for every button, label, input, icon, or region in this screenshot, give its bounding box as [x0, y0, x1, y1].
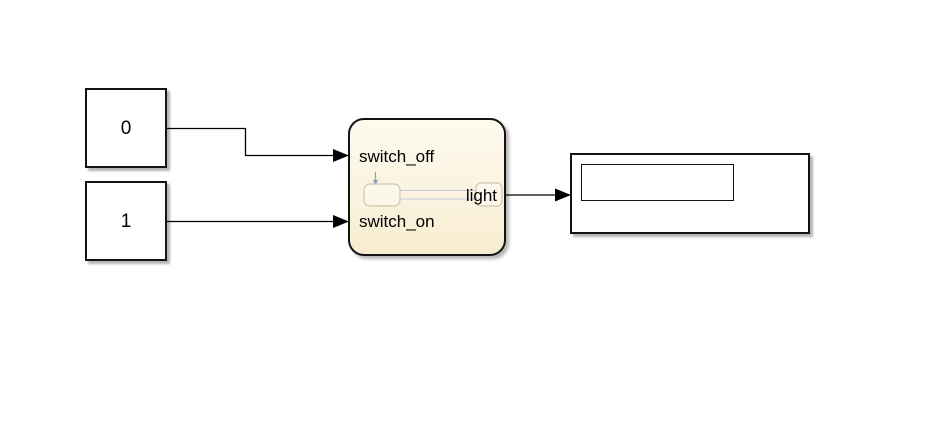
wire-arrowhead-input2-icon	[333, 215, 349, 228]
stateflow-chart-block[interactable]: switch_off switch_on light	[348, 118, 506, 256]
constant-block-1-value: 1	[120, 210, 132, 232]
mini-state-left-icon	[363, 183, 401, 207]
state-machine-thumbnail-icon	[363, 172, 503, 207]
wire-arrowhead-input1-icon	[333, 149, 349, 162]
chart-output-label-light: light	[465, 186, 497, 205]
constant-block-0[interactable]: 0	[85, 88, 167, 168]
constant-block-1[interactable]: 1	[85, 181, 167, 261]
default-transition-arrowhead-icon	[372, 180, 379, 185]
wire-constant0-to-chart[interactable]	[167, 127, 334, 157]
wire-arrowhead-display-icon	[555, 188, 571, 202]
mini-state-right-icon	[475, 182, 503, 207]
display-value-field	[581, 164, 734, 201]
chart-input-label-switch-off: switch_off	[359, 147, 435, 166]
display-block[interactable]	[570, 153, 810, 234]
constant-block-0-value: 0	[120, 117, 132, 139]
chart-input-label-switch-on: switch_on	[359, 212, 435, 231]
